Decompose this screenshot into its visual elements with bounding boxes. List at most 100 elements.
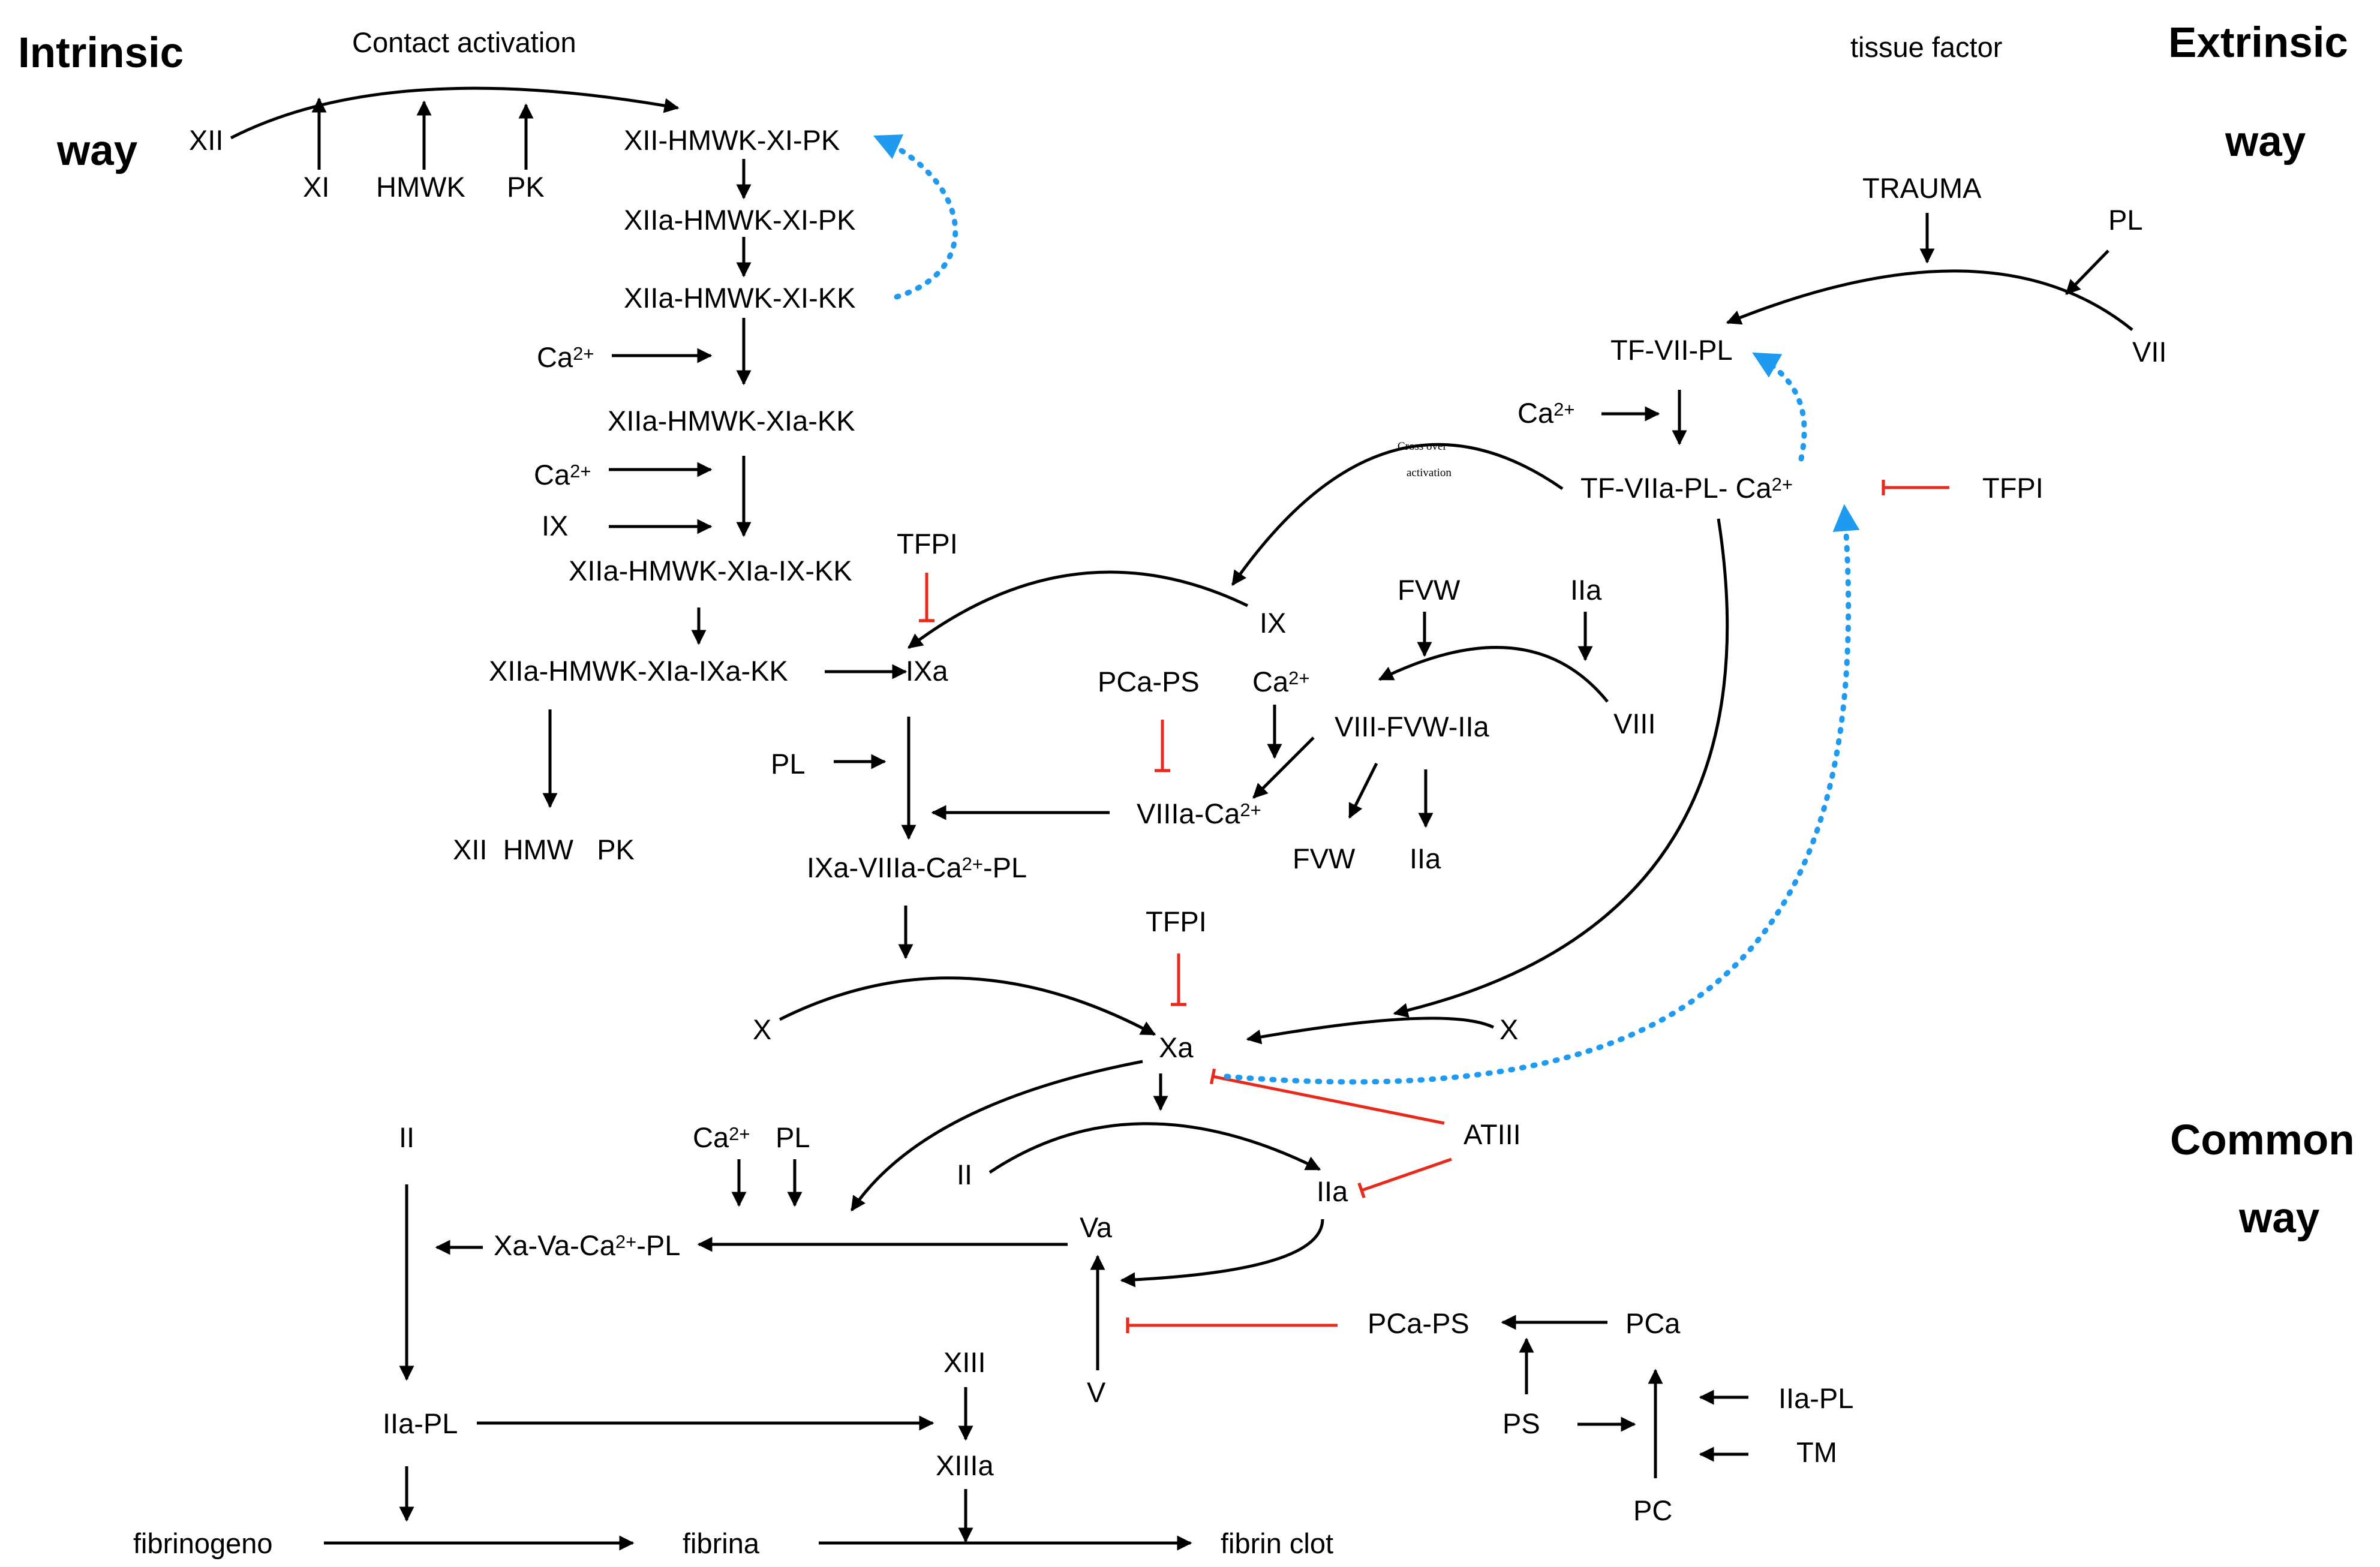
node-iia: IIa bbox=[1317, 1175, 1348, 1207]
inhibitions bbox=[919, 480, 1949, 1333]
contact-activation-arc bbox=[230, 86, 680, 140]
node-iia-2: IIa bbox=[1570, 574, 1602, 606]
node-viii: VIII bbox=[1613, 708, 1656, 739]
node-ca-3: Ca2+ bbox=[1252, 666, 1309, 697]
node-xiia-hmwk-xia-ixa-kk: XIIa-HMWK-XIa-IXa-KK bbox=[489, 655, 788, 687]
node-xi: XI bbox=[303, 171, 329, 203]
node-xiia-hmwk-xi-pk: XIIa-HMWK-XI-PK bbox=[624, 204, 855, 236]
node-ca-common-base: Ca bbox=[693, 1121, 729, 1153]
x-left-arc bbox=[779, 976, 1156, 1036]
node-ca-3-sup: 2+ bbox=[1288, 667, 1309, 688]
node-ps: PS bbox=[1502, 1407, 1540, 1439]
node-viiia-ca-sup: 2+ bbox=[1240, 799, 1261, 820]
node-xiia-hmwk-xia-kk: XIIa-HMWK-XIa-KK bbox=[608, 405, 855, 437]
node-ix-2: IX bbox=[1260, 607, 1286, 639]
node-ca-2-base: Ca bbox=[534, 459, 570, 491]
node-pca-ps-2: PCa-PS bbox=[1368, 1307, 1470, 1339]
node-ixa: IXa bbox=[906, 655, 948, 687]
ii-iia-arc bbox=[988, 1122, 1321, 1174]
cross-over-arc bbox=[1231, 443, 1564, 587]
node-tf-viia-base: TF-VIIa-PL- Ca bbox=[1580, 472, 1772, 504]
viii-arc bbox=[1378, 646, 1609, 703]
node-viiia-ca: VIIIa-Ca2+ bbox=[1137, 798, 1261, 829]
node-tfpi-ext: TFPI bbox=[1982, 472, 2044, 504]
extrinsic-heading-way: way bbox=[2225, 118, 2306, 166]
node-va: Va bbox=[1080, 1211, 1113, 1243]
atiii-xa-inhibition bbox=[1209, 1068, 1445, 1125]
common-nodes: TFPI X X Xa ATIII II Ca2+ PL II IIa Va X… bbox=[133, 906, 1853, 1559]
node-xa-va-base: Xa-Va-Ca bbox=[494, 1229, 616, 1261]
viii-fvw-fvw-arrow bbox=[1348, 762, 1378, 819]
node-tm: TM bbox=[1796, 1436, 1837, 1468]
node-pl-common: PL bbox=[776, 1121, 810, 1153]
node-atiii: ATIII bbox=[1464, 1118, 1521, 1150]
node-xiia-hmwk-xi-kk: XIIa-HMWK-XI-KK bbox=[624, 282, 855, 314]
pl-vii-arrow bbox=[2065, 249, 2109, 295]
node-ixa-viiia-ca-pl: IXa-VIIIa-Ca2+-PL bbox=[807, 852, 1027, 883]
node-x-left: X bbox=[753, 1013, 771, 1045]
node-ix: IX bbox=[542, 510, 568, 542]
node-ca-2: Ca2+ bbox=[534, 459, 591, 491]
node-xiii: XIII bbox=[943, 1346, 986, 1378]
node-xii: XII bbox=[189, 124, 223, 156]
node-viiia-ca-base: VIIIa-Ca bbox=[1137, 798, 1240, 829]
tfviia-x-arc bbox=[1393, 518, 1729, 1018]
node-ca-1-sup: 2+ bbox=[573, 343, 594, 364]
node-ca-common: Ca2+ bbox=[693, 1121, 750, 1153]
feedback-loops bbox=[873, 134, 1860, 1085]
node-pl-ext: PL bbox=[2108, 204, 2143, 236]
intrinsic-heading: Intrinsic bbox=[18, 29, 184, 77]
extrinsic-heading: Extrinsic bbox=[2168, 19, 2348, 67]
node-xiiia: XIIIa bbox=[936, 1449, 994, 1481]
edges bbox=[230, 86, 2133, 1551]
extrinsic-nodes: TRAUMA PL VII TF-VII-PL Ca2+ TF-VIIa-PL-… bbox=[1517, 172, 2166, 504]
node-ca-3-base: Ca bbox=[1252, 666, 1289, 697]
node-pca-ps-1: PCa-PS bbox=[1098, 666, 1200, 697]
captions: Contact activation tissue factor Cross o… bbox=[352, 26, 2002, 479]
xa-complex-arc bbox=[850, 1060, 1143, 1212]
iia-va-arc bbox=[1120, 1219, 1324, 1288]
tissue-factor-caption: tissue factor bbox=[1850, 31, 2002, 63]
xiia-feedback-loop bbox=[873, 134, 958, 300]
node-ca-common-sup: 2+ bbox=[729, 1123, 750, 1144]
intrinsic-nodes: XII XI HMWK PK XII-HMWK-XI-PK XIIa-HMWK-… bbox=[189, 124, 1656, 883]
node-viii-fvw-iia: VIII-FVW-IIa bbox=[1335, 711, 1490, 742]
node-ca-ext-sup: 2+ bbox=[1553, 399, 1574, 420]
node-fvw-1: FVW bbox=[1293, 843, 1356, 874]
node-products: XII HMW PK bbox=[453, 834, 635, 865]
node-pc: PC bbox=[1633, 1494, 1672, 1526]
node-tf-vii-pl: TF-VII-PL bbox=[1610, 334, 1733, 366]
node-xa-va-tail: -PL bbox=[636, 1229, 680, 1261]
ix-ixa-arc bbox=[907, 570, 1249, 649]
xa-feedback-loop bbox=[1224, 504, 1860, 1085]
node-trauma: TRAUMA bbox=[1862, 172, 1982, 204]
common-heading: Common bbox=[2170, 1117, 2355, 1164]
tfviia-feedback-loop bbox=[1751, 351, 1807, 462]
node-ca-ext: Ca2+ bbox=[1517, 397, 1574, 429]
node-pk: PK bbox=[507, 171, 545, 203]
viii-fvw-viiia-arrow bbox=[1252, 736, 1315, 799]
x-right-arc bbox=[1246, 1016, 1495, 1045]
node-fibrin-clot: fibrin clot bbox=[1221, 1527, 1333, 1559]
node-pl: PL bbox=[771, 748, 806, 780]
headings: Intrinsic way Extrinsic way Common way bbox=[18, 19, 2355, 1242]
node-ca-2-sup: 2+ bbox=[570, 461, 591, 482]
node-ixa-viiia-sup: 2+ bbox=[962, 853, 983, 874]
node-ixa-viiia-tail: -PL bbox=[983, 852, 1027, 883]
intrinsic-heading-way: way bbox=[56, 127, 138, 175]
node-ii-left: II bbox=[399, 1121, 414, 1153]
node-xa-va-sup: 2+ bbox=[615, 1231, 636, 1252]
node-ca-ext-base: Ca bbox=[1517, 397, 1554, 429]
node-ii-mid: II bbox=[957, 1159, 972, 1190]
contact-activation-caption: Contact activation bbox=[352, 26, 576, 58]
node-fvw-2: FVW bbox=[1398, 574, 1461, 606]
vii-tf-arc bbox=[1726, 269, 2133, 331]
node-xa: Xa bbox=[1159, 1031, 1194, 1063]
node-iia-pl: IIa-PL bbox=[383, 1407, 458, 1439]
node-v: V bbox=[1087, 1376, 1106, 1408]
node-pca: PCa bbox=[1625, 1307, 1681, 1339]
node-tf-viia-pl-ca: TF-VIIa-PL- Ca2+ bbox=[1580, 472, 1793, 504]
node-vii: VII bbox=[2132, 336, 2166, 368]
node-fibrinogeno: fibrinogeno bbox=[133, 1527, 273, 1559]
